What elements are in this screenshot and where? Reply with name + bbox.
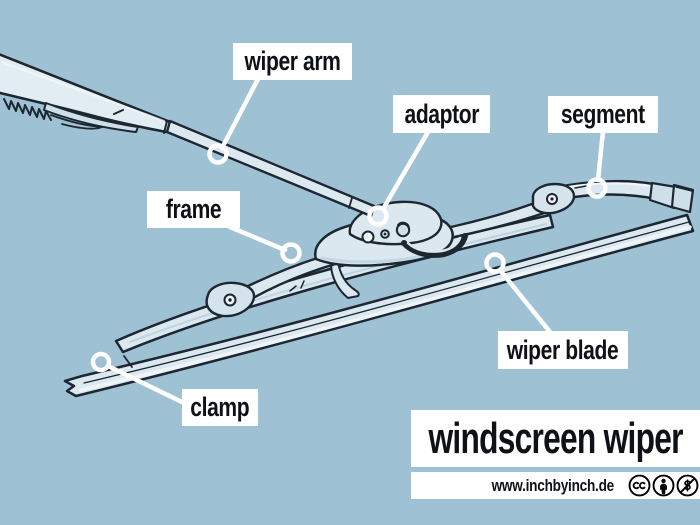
attribution-icon [652, 474, 675, 497]
label-wiper-blade-text: wiper blade [507, 334, 619, 365]
label-segment-text: segment [561, 99, 645, 129]
label-wiper-arm-text: wiper arm [244, 46, 341, 76]
leader-wiper-arm [219, 76, 261, 151]
leader-adaptor [380, 129, 431, 212]
label-clamp: clamp [182, 389, 258, 426]
leader-frame [227, 224, 288, 253]
marker-clamp [90, 351, 112, 373]
label-frame-text: frame [165, 194, 222, 224]
footer-bar: www.inchbyinch.de [411, 472, 700, 499]
pivot-plates-drawing [205, 182, 576, 318]
label-adaptor: adaptor [393, 95, 490, 133]
label-wiper-blade: wiper blade [498, 331, 628, 369]
marker-frame [280, 242, 302, 264]
marker-segment [586, 177, 608, 199]
leader-clamp [105, 363, 189, 407]
label-frame: frame [147, 191, 240, 228]
leader-segment [595, 128, 606, 183]
marker-wiper-arm [207, 143, 229, 165]
marker-wiper-blade [484, 252, 506, 274]
marker-adaptor [367, 205, 389, 227]
page-title: windscreen wiper [428, 413, 683, 463]
license-icons [628, 474, 699, 497]
label-segment: segment [548, 96, 658, 133]
label-adaptor-text: adaptor [404, 98, 479, 129]
cc-icon [628, 474, 651, 497]
title-bar: windscreen wiper [411, 410, 700, 467]
noncommercial-icon [676, 474, 699, 497]
leader-lines [90, 76, 608, 407]
label-wiper-arm: wiper arm [233, 43, 352, 80]
leader-wiper-blade [497, 267, 553, 335]
label-clamp-text: clamp [190, 392, 250, 422]
wiper-blade-drawing [63, 213, 695, 398]
website-text: www.inchbyinch.de [491, 475, 615, 495]
